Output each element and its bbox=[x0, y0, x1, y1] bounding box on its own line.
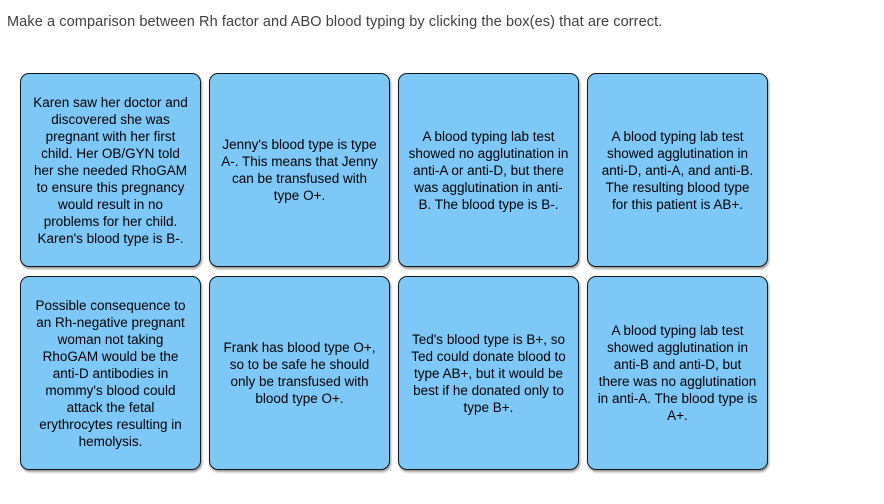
answer-card-text: A blood typing lab test showed agglutina… bbox=[601, 128, 754, 212]
answer-card-karen-rhogam[interactable]: Karen saw her doctor and discovered she … bbox=[20, 73, 201, 267]
answer-card-lab-test-a-positive[interactable]: A blood typing lab test showed agglutina… bbox=[587, 276, 768, 470]
answer-card-rh-negative-consequence[interactable]: Possible consequence to an Rh-negative p… bbox=[20, 276, 201, 470]
answer-card-text: Possible consequence to an Rh-negative p… bbox=[35, 297, 186, 449]
answer-card-grid: Karen saw her doctor and discovered she … bbox=[20, 73, 768, 470]
answer-card-lab-test-b-negative[interactable]: A blood typing lab test showed no agglut… bbox=[398, 73, 579, 267]
answer-card-ted-donation[interactable]: Ted's blood type is B+, so Ted could don… bbox=[398, 276, 579, 470]
answer-card-text: Karen saw her doctor and discovered she … bbox=[33, 94, 188, 246]
answer-card-jenny-transfusion[interactable]: Jenny's blood type is type A-. This mean… bbox=[209, 73, 390, 267]
answer-card-text: Ted's blood type is B+, so Ted could don… bbox=[411, 331, 566, 415]
answer-card-text: A blood typing lab test showed no agglut… bbox=[408, 128, 569, 212]
answer-card-frank-transfusion[interactable]: Frank has blood type O+, so to be safe h… bbox=[209, 276, 390, 470]
answer-card-text: Jenny's blood type is type A-. This mean… bbox=[221, 137, 378, 203]
answer-card-text: A blood typing lab test showed agglutina… bbox=[597, 323, 758, 423]
answer-card-text: Frank has blood type O+, so to be safe h… bbox=[223, 340, 376, 406]
instruction-text: Make a comparison between Rh factor and … bbox=[7, 14, 663, 30]
answer-card-lab-test-ab-positive[interactable]: A blood typing lab test showed agglutina… bbox=[587, 73, 768, 267]
